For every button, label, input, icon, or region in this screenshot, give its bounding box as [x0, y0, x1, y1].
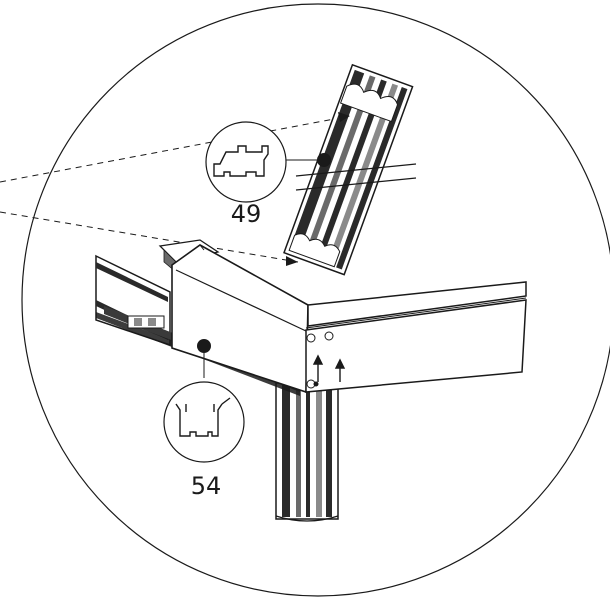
projection-arrows — [286, 112, 350, 266]
profile-54-section-icon — [175, 397, 231, 437]
right-beam — [305, 281, 527, 393]
callout-label-49: 49 — [231, 200, 262, 228]
insert-arrows — [312, 354, 346, 382]
detail-circle — [21, 3, 610, 597]
vertical-post — [275, 382, 339, 522]
callout-49: 49 — [205, 121, 287, 228]
cross-bar — [295, 163, 417, 191]
section-dot-54 — [197, 339, 211, 353]
profile-49-section-icon — [213, 145, 269, 177]
callout-label-54: 54 — [191, 472, 222, 500]
callout-54: 54 — [163, 381, 245, 500]
screw-markers — [306, 331, 334, 389]
section-dot-49 — [317, 153, 331, 167]
projection-lines — [0, 115, 351, 263]
